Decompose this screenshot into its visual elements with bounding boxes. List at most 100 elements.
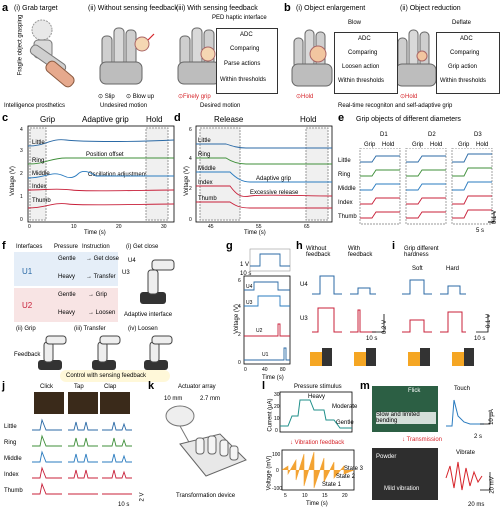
d-xtick-1: 55	[256, 224, 262, 230]
j-middle: Middle	[4, 456, 22, 462]
g-ytick-3: 6	[238, 278, 241, 284]
panel-b-letter: b	[284, 2, 291, 14]
j-thumb: Thumb	[4, 488, 23, 494]
blow-label: Blow	[348, 20, 362, 26]
d-ytick-1: 2	[189, 186, 192, 192]
c-ytick-3: 3	[20, 148, 23, 154]
g-label-u3: U3	[246, 300, 253, 306]
l-state2: State 2	[336, 474, 356, 480]
d-label-thumb: Thumb	[198, 196, 217, 202]
robot-arm-transfer	[92, 335, 121, 370]
panel-a-flow-box	[216, 28, 278, 94]
c-xtick-1: 10	[71, 224, 77, 230]
j-index: Index	[4, 472, 19, 478]
c-pos: Position offset	[86, 152, 124, 158]
hand-enlargement	[291, 29, 333, 87]
blowup-label: ⊙ Blow up	[126, 94, 155, 100]
f-u1: U1	[22, 267, 33, 276]
robot-arm-get-close	[140, 259, 175, 304]
b-flow1-loosen: Loosen action	[342, 64, 380, 70]
g-label-u2: U2	[256, 328, 263, 334]
c-hold: Hold	[146, 115, 163, 124]
e-grip-2: Grip	[412, 142, 424, 148]
chart-i	[402, 279, 489, 333]
c-label-index: Index	[32, 184, 47, 190]
f-step2: (ii) Grip	[16, 326, 36, 332]
j-scale-v: 2 V	[139, 492, 146, 502]
f-gentle-2: Gentle	[58, 292, 76, 298]
d-label-middle: Middle	[198, 166, 216, 172]
d-xlabel: Time (s)	[244, 230, 266, 236]
j-ring: Ring	[4, 440, 17, 446]
j-photo-clap	[100, 392, 130, 414]
chart-l-voltage: 100 0 -100 5 10 15 20	[272, 449, 355, 499]
f-feedback: Feedback	[14, 352, 41, 358]
d-label-ring: Ring	[198, 152, 210, 158]
f-gentle-1: Gentle	[58, 256, 76, 262]
g-scale1: 1 V	[240, 262, 250, 268]
g-ytick-1: 2	[238, 332, 241, 338]
l-title: Pressure stimulus	[294, 384, 342, 390]
h-with: With feedback	[348, 246, 373, 258]
d-release: Release	[214, 115, 244, 124]
h-u3: U3	[300, 316, 308, 322]
g-ytick-0: 0	[238, 360, 241, 366]
f-step3: (iii) Transfer	[74, 326, 106, 332]
chart-j	[32, 418, 132, 495]
hand-without-feedback	[99, 27, 155, 85]
m-photo-powder	[372, 448, 438, 500]
l-state1: State 1	[322, 482, 342, 488]
m-transmission: ↓ Transmission	[402, 437, 443, 443]
c-adaptive: Adaptive grip	[82, 115, 129, 124]
d-xtick-2: 65	[304, 224, 310, 230]
b-flow2-comparing: Comparing	[450, 50, 480, 56]
j-photo-tap	[68, 392, 98, 414]
c-ytick-4: 4	[20, 127, 23, 133]
l-xtick-3: 20	[342, 493, 348, 499]
cap-prosthetics: Intelligence prosthetics	[4, 103, 66, 109]
e-d1: D1	[380, 132, 388, 138]
d-adaptive: Adaptive grip	[256, 176, 292, 182]
a-flow-comparing: Comparing	[230, 46, 260, 52]
l-ytick1-3: 30	[274, 392, 280, 398]
f-u4: U4	[128, 258, 136, 264]
i-scale-t: 10 s	[474, 336, 486, 342]
e-hold-1: Hold	[382, 142, 395, 148]
l-ytick2-2: -100	[272, 486, 282, 492]
d-xtick-0: 45	[208, 224, 214, 230]
chart-m-touch	[446, 399, 491, 427]
c-label-little: Little	[32, 140, 45, 146]
l-xtick-1: 10	[302, 493, 308, 499]
c-ytick-2: 2	[20, 171, 23, 177]
l-ytick1-2: 20	[274, 404, 280, 410]
f-heavy-2: Heavy	[58, 310, 76, 316]
chart-d: Little Ring Middle Index Thumb 0 2 4 6 4…	[189, 125, 333, 230]
k-dim1: 10 mm	[164, 396, 183, 402]
c-label-middle: Middle	[32, 171, 50, 177]
l-ytick1-0: 0	[275, 428, 278, 434]
f-u2: U2	[22, 301, 33, 310]
h-scale-t: 10 s	[366, 336, 378, 342]
c-label-ring: Ring	[32, 158, 44, 164]
h-gripper-images	[310, 348, 376, 366]
chart-e	[359, 148, 495, 225]
l-xtick-0: 5	[284, 493, 287, 499]
e-little: Little	[338, 158, 351, 164]
l-moderate: Moderate	[332, 404, 358, 410]
cap-undesired: Undesired motion	[100, 103, 148, 109]
m-scale-mv: 20 mV	[489, 476, 496, 494]
b-flow2-within: Within thresholds	[440, 78, 487, 84]
chart-l-current: 0 10 20 30	[274, 391, 353, 434]
panel-a-letter: a	[2, 2, 9, 14]
c-xtick-3: 30	[161, 224, 167, 230]
e-scale-v: 0.1 V	[492, 209, 499, 225]
slip-label: ⊙ Slip	[98, 94, 115, 100]
panel-l-letter: l	[262, 380, 266, 392]
c-label-thumb: Thumb	[32, 198, 51, 204]
c-ytick-0: 0	[20, 217, 23, 223]
h-scale-v: 0.2 V	[382, 319, 389, 335]
panel-d-letter: d	[174, 112, 181, 124]
b-flow1-within: Within thresholds	[338, 78, 385, 84]
c-ylabel: Voltage (V)	[9, 166, 16, 196]
g-label-u4: U4	[246, 284, 253, 290]
